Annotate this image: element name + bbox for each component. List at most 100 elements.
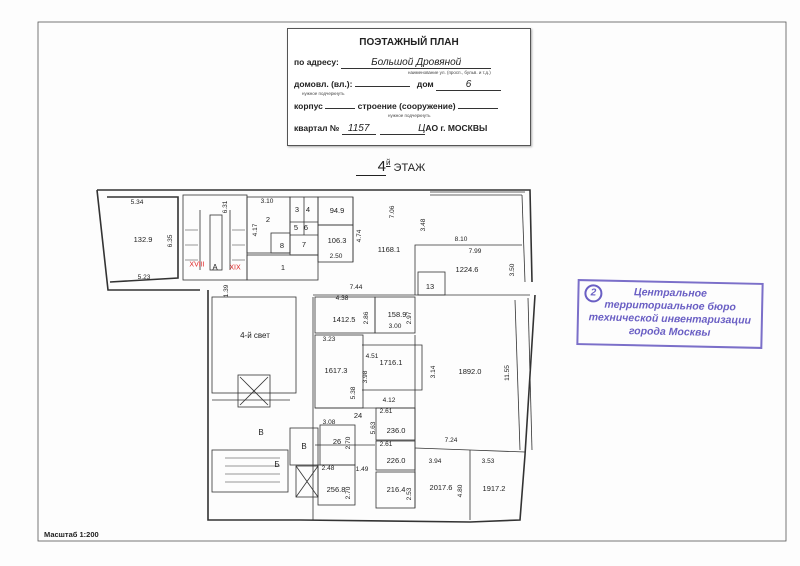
dom-label: дом: [416, 79, 434, 89]
address-label: по адресу:: [294, 57, 339, 67]
room-2: 2: [266, 216, 270, 224]
dimension-label: 3.53: [481, 457, 495, 465]
outer-walls: [96, 189, 536, 523]
room-area: 24.6: [463, 265, 479, 275]
dimension-label: 4.12: [382, 396, 396, 404]
room-number: 25: [326, 485, 335, 495]
room-number: 12: [455, 265, 464, 275]
room-area: 6.4: [394, 485, 406, 495]
room-8: 8: [280, 242, 284, 250]
dimension-label: 3.50: [508, 263, 516, 277]
room-area: 17.3: [332, 366, 348, 376]
marker-axis-xix: XIX: [229, 264, 241, 272]
bti-stamp: 2 Центральное территориальное бюро техни…: [576, 279, 764, 349]
room-number: 2: [265, 215, 271, 225]
dimension-label: 2.48: [321, 464, 335, 472]
dimension-label: 2.61: [379, 440, 393, 448]
room-area: 17.2: [490, 484, 506, 494]
dimension-label: 4.38: [335, 294, 349, 302]
dimension-label: 6.35: [166, 234, 174, 248]
room-12: 1224.6: [456, 266, 479, 274]
korpus-label: корпус: [294, 101, 323, 111]
room-25: 256.8: [327, 486, 346, 494]
marker-lightwell: 4-й свет: [240, 331, 270, 340]
room-11: 1168.1: [378, 246, 400, 254]
dimension-label: 5.38: [349, 386, 357, 400]
dimension-label: 1.49: [355, 465, 369, 473]
room-14: 1412.5: [333, 316, 356, 324]
room-number: 8: [279, 241, 285, 251]
room-23: 236.0: [387, 427, 406, 435]
dimension-label: 3.94: [428, 457, 442, 465]
dimension-label: 2.97: [405, 311, 413, 325]
room-area: 92.0: [466, 367, 482, 377]
room-5: 5: [294, 224, 298, 232]
room-number: 18: [458, 367, 467, 377]
stair-treads: [185, 229, 280, 483]
dimension-label: 1.39: [222, 284, 230, 298]
room-number: 19: [482, 484, 491, 494]
room-area: 6.8: [334, 485, 346, 495]
room-1: 132.9: [134, 236, 153, 244]
address-row: по адресу: Большой Дровяной: [294, 57, 492, 69]
room-26: 26: [333, 438, 341, 446]
dimension-label: 2.70: [344, 436, 352, 450]
room-22: 226.0: [387, 457, 406, 465]
dimension-label: 2.53: [405, 487, 413, 501]
dimension-label: 7.99: [468, 247, 482, 255]
room-7: 7: [302, 241, 306, 249]
marker-stair-b: Б: [274, 460, 280, 469]
room-9: 94.9: [330, 207, 345, 215]
domovl-label: домовл. (вл.):: [294, 79, 353, 89]
address-value: Большой Дровяной: [341, 57, 492, 69]
room-1: 1: [281, 264, 285, 272]
dimension-label: 5.63: [369, 421, 377, 435]
kvartal-value: 1157: [341, 123, 376, 135]
dimension-label: 4.51: [365, 352, 379, 360]
address-caption: наименование ул. (просп., бульв. и т.д.): [408, 70, 491, 75]
dimension-label: 2.50: [329, 252, 343, 260]
dimension-label: 4.80: [456, 484, 464, 498]
room-area: 16.1: [387, 358, 403, 368]
dimension-label: 5.23: [137, 273, 151, 281]
room-number: 1: [280, 263, 286, 273]
room-number: 23: [386, 426, 395, 436]
dimension-label: 3.23: [322, 335, 336, 343]
dimension-label: 3.10: [260, 197, 274, 205]
room-24: 24: [354, 412, 362, 420]
stroenie-label: строение (сооружение): [357, 101, 456, 111]
underline-caption-1: нужное подчеркнуть: [302, 91, 345, 96]
dimension-label: 7.24: [444, 436, 458, 444]
floor-number: 4: [356, 158, 386, 176]
dimension-label: 3.48: [419, 218, 427, 232]
room-area: 4.9: [333, 206, 345, 216]
room-area: 68.1: [385, 245, 401, 255]
room-number: 1: [133, 235, 138, 245]
dimension-label: 3.14: [429, 365, 437, 379]
lightwell: [211, 296, 297, 394]
room-21: 216.4: [387, 486, 406, 494]
room-13: 13: [426, 283, 434, 291]
dimension-label: 2.70: [344, 486, 352, 500]
room-number: 26: [332, 437, 342, 447]
room-4: 4: [306, 206, 310, 214]
room-number: 15: [387, 310, 396, 320]
dimension-label: 4.74: [355, 229, 363, 243]
room-18: 1892.0: [459, 368, 482, 376]
dimension-label: 4.17: [251, 223, 259, 237]
district-suffix: АО г. МОСКВЫ: [425, 123, 488, 133]
room-3: 3: [295, 206, 299, 214]
kvartal-row: квартал № 1157 ЦАО г. МОСКВЫ: [294, 123, 487, 135]
domovl-row: домовл. (вл.): дом 6: [294, 79, 502, 91]
room-number: 24: [353, 411, 363, 421]
floor-label: 4й ЭТАЖ: [356, 158, 425, 176]
room-19: 1917.2: [483, 485, 506, 493]
dimension-label: 7.06: [388, 205, 396, 219]
floor-word: ЭТАЖ: [393, 162, 426, 174]
interior-walls: [182, 191, 533, 520]
room-area: 17.6: [437, 483, 453, 493]
room-number: 14: [332, 315, 341, 325]
room-number: 5: [293, 223, 299, 233]
dimension-label: 11.55: [503, 365, 511, 381]
plan-title: ПОЭТАЖНЫЙ ПЛАН: [359, 37, 459, 48]
